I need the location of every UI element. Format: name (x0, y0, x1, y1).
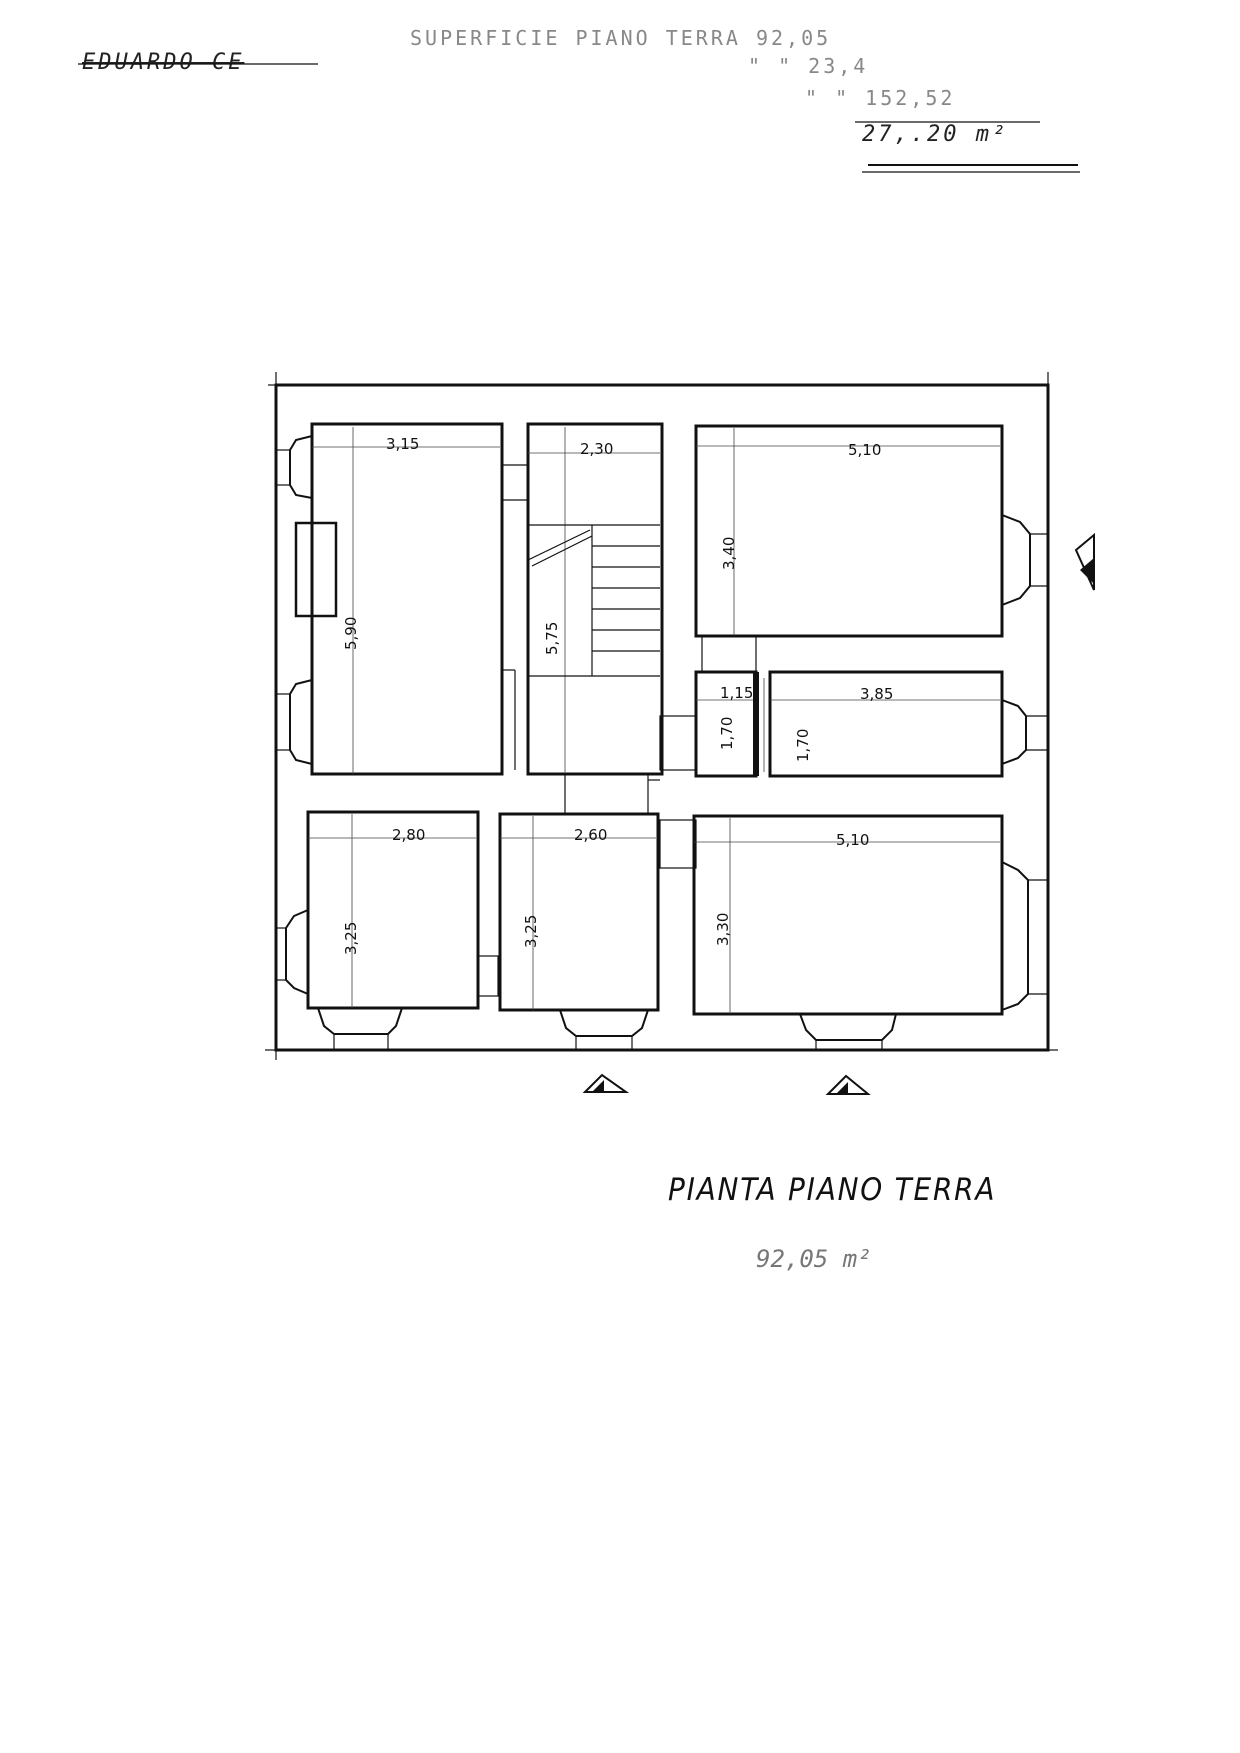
dim-room-3-depth: 3,40 (720, 537, 738, 570)
room-7 (692, 814, 1048, 1050)
dim-stair-depth: 5,75 (543, 622, 561, 655)
dim-small-hall-depth: 1,70 (718, 717, 736, 750)
header-area-total: 27,.20 m² (862, 122, 1009, 147)
plan-title: PIANTA PIANO TERRA (668, 1172, 997, 1208)
small-hall (694, 635, 765, 778)
dim-room-6-width: 2,60 (574, 826, 607, 844)
dim-room-1-width: 3,15 (386, 435, 419, 453)
dim-room-5-depth: 3,25 (342, 922, 360, 955)
header-underlines (78, 63, 1080, 173)
dim-small-hall-width: 1,15 (720, 684, 753, 702)
dim-room-7-width: 5,10 (836, 831, 869, 849)
crossed-out-label: EDUARDO CE (82, 50, 245, 75)
entrance-markers (582, 532, 1095, 1095)
room-3 (694, 424, 1048, 638)
dim-room-5-width: 2,80 (392, 826, 425, 844)
plan-area: 92,05 m² (756, 1245, 872, 1273)
room-1 (276, 422, 528, 776)
dim-room-4-depth: 1,70 (794, 729, 812, 762)
outer-walls (265, 372, 1058, 1060)
header-area-line-3: " " 152,52 (805, 86, 956, 110)
dim-room-3-width: 5,10 (848, 441, 881, 459)
stair-room (526, 422, 664, 776)
room-6 (498, 812, 660, 1050)
corridor (564, 715, 697, 869)
room-5 (276, 810, 499, 1050)
dim-room-7-depth: 3,30 (714, 913, 732, 946)
dim-stair-width: 2,30 (580, 440, 613, 458)
header-area-line-1: SUPERFICIE PIANO TERRA 92,05 (410, 26, 832, 50)
room-4 (768, 670, 1048, 778)
dim-room-6-depth: 3,25 (522, 915, 540, 948)
dim-room-1-depth: 5,90 (342, 617, 360, 650)
header-area-line-2: " " 23,4 (748, 54, 869, 78)
dim-room-4-width: 3,85 (860, 685, 893, 703)
